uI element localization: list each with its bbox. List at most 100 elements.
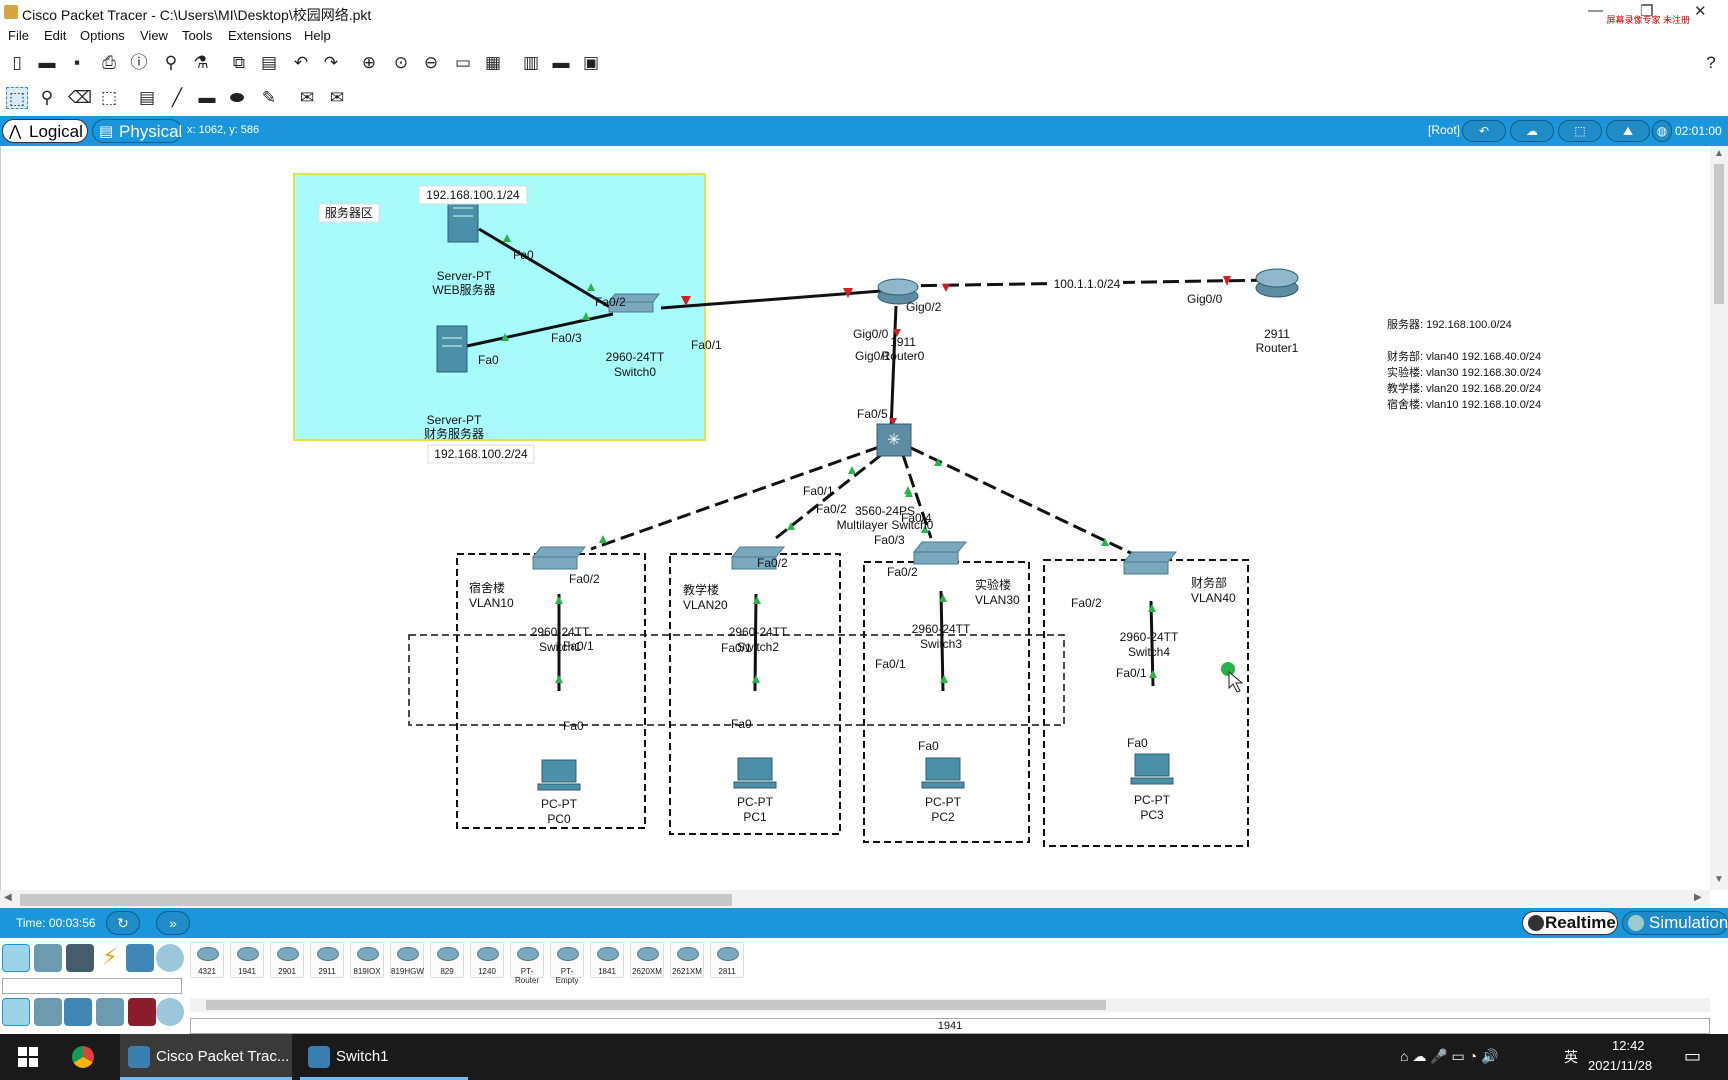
custom-device-icon[interactable]: ▦ <box>484 53 502 72</box>
info-icon[interactable]: ⓘ <box>130 53 148 72</box>
network-devices-icon[interactable] <box>2 944 30 972</box>
router0-icon[interactable] <box>877 278 919 305</box>
zoom-reset-icon[interactable]: ⊙ <box>393 53 409 72</box>
link-switch2-pc1[interactable] <box>753 593 758 692</box>
device-tile[interactable]: 4321 <box>190 942 224 978</box>
draw-rectangle-icon[interactable]: ▬ <box>198 88 216 107</box>
notification-icon[interactable]: ▭ <box>1684 1046 1702 1066</box>
draw-line-icon[interactable]: ╱ <box>171 88 183 107</box>
scroll-down-icon[interactable]: ▼ <box>1714 874 1724 885</box>
link-ml-switch3[interactable] <box>901 454 933 539</box>
switch0-icon[interactable] <box>608 293 660 313</box>
device-tile[interactable]: 2901 <box>270 942 304 978</box>
connections-icon[interactable]: ⚡ <box>102 944 118 969</box>
hubs-icon[interactable] <box>64 998 92 1026</box>
menu-extensions[interactable]: Extensions <box>228 28 292 43</box>
taskbar-switch1[interactable]: Switch1 <box>300 1034 468 1080</box>
device-tile[interactable]: PT-Empty <box>550 942 584 985</box>
zoom-in-icon[interactable]: ⊕ <box>361 53 377 72</box>
menu-view[interactable]: View <box>140 28 168 43</box>
open-folder-icon[interactable]: ▬ <box>38 53 56 72</box>
ime-indicator[interactable]: 英 <box>1564 1049 1578 1065</box>
help-icon[interactable]: ? <box>1706 53 1716 72</box>
device-tile[interactable]: 819HGW <box>390 942 424 978</box>
freeform-icon[interactable]: ✎ <box>261 88 277 107</box>
multilayer-switch-icon[interactable]: ✳ <box>876 423 912 457</box>
scroll-left-icon[interactable]: ◀ <box>4 892 12 903</box>
power-cycle-button[interactable]: ↻ <box>106 911 140 935</box>
link-ml-switch1[interactable] <box>590 445 880 551</box>
menu-help[interactable]: Help <box>304 28 331 43</box>
routers-icon[interactable] <box>2 998 30 1026</box>
link-switch0-router0[interactable] <box>660 289 882 310</box>
fast-forward-button[interactable]: » <box>156 911 190 935</box>
logical-tab[interactable]: ⋀ Logical <box>2 119 88 143</box>
device-template-icon[interactable]: ▬ <box>552 53 570 72</box>
cluster-button[interactable]: ☁ <box>1510 120 1554 142</box>
horizontal-scrollbar[interactable]: ◀ ▶ <box>0 890 1710 908</box>
menu-file[interactable]: File <box>8 28 29 43</box>
undo-icon[interactable]: ↶ <box>293 53 309 72</box>
resize-shape-icon[interactable]: ⬚ <box>100 88 118 107</box>
pdu-list-icon[interactable]: ▥ <box>522 53 540 72</box>
wan-emulation-icon[interactable] <box>156 998 184 1026</box>
switch2-icon[interactable] <box>730 546 786 570</box>
background-button[interactable]: ⛰ <box>1606 120 1650 142</box>
network-wizard-icon[interactable]: ⚲ <box>164 53 178 72</box>
new-cluster-button[interactable]: ⬚ <box>1558 120 1602 142</box>
horizontal-scroll-thumb[interactable] <box>20 894 732 906</box>
minimize-icon[interactable]: — <box>1588 2 1603 19</box>
logical-workspace[interactable]: ✳ 192.168.100.1/24 192.168.100.2/24 服务器区 <box>0 146 1710 890</box>
new-file-icon[interactable]: ▯ <box>12 53 22 72</box>
back-button[interactable]: ↶ <box>1462 120 1506 142</box>
device-scrollbar[interactable] <box>190 998 1710 1012</box>
link-router0-mlswitch[interactable] <box>889 305 898 431</box>
device-tile[interactable]: 829 <box>430 942 464 978</box>
router1-icon[interactable] <box>1255 268 1299 298</box>
physical-tab[interactable]: ▤ Physical <box>92 119 182 143</box>
simple-pdu-icon[interactable]: ✉ <box>299 88 315 107</box>
switch4-icon[interactable] <box>1122 551 1178 575</box>
select-icon[interactable]: ⬚ <box>6 87 28 109</box>
menu-edit[interactable]: Edit <box>44 28 67 43</box>
pc2-icon[interactable] <box>921 757 965 789</box>
scroll-up-icon[interactable]: ▲ <box>1714 148 1724 159</box>
topology-canvas[interactable]: ✳ 192.168.100.1/24 192.168.100.2/24 服务器区 <box>1 146 1711 890</box>
link-switch3-pc2[interactable] <box>939 590 945 692</box>
pc0-icon[interactable] <box>537 759 581 791</box>
device-tile[interactable]: 1841 <box>590 942 624 978</box>
switch1-icon[interactable] <box>531 546 587 570</box>
save-icon[interactable]: ▪ <box>73 53 81 72</box>
scroll-right-icon[interactable]: ▶ <box>1694 892 1702 903</box>
tray-icons[interactable]: ⌂ ☁ 🎤 ▭ ◔ 🔊 <box>1400 1048 1499 1064</box>
switch3-icon[interactable] <box>912 541 968 565</box>
taskbar-packet-tracer[interactable]: Cisco Packet Trac... <box>120 1034 292 1080</box>
paste-icon[interactable]: ▤ <box>260 53 278 72</box>
security-icon[interactable] <box>128 998 156 1026</box>
chrome-icon[interactable] <box>72 1046 94 1068</box>
device-scroll-thumb[interactable] <box>206 1000 1106 1010</box>
copy-icon[interactable]: ⧉ <box>232 53 246 72</box>
delete-icon[interactable]: ⌫ <box>68 88 93 107</box>
misc-icon[interactable] <box>126 944 154 972</box>
server-fin-icon[interactable] <box>436 325 468 373</box>
device-tile[interactable]: PT-Router <box>510 942 544 985</box>
device-tile[interactable]: 2620XM <box>630 942 664 978</box>
link-ml-switch4[interactable] <box>910 446 1138 558</box>
windows-start-icon[interactable] <box>18 1047 38 1067</box>
device-tile[interactable]: 2621XM <box>670 942 704 978</box>
image-icon[interactable]: ▣ <box>582 53 600 72</box>
activity-wizard-icon[interactable]: ⚗ <box>193 53 209 72</box>
place-note-icon[interactable]: ▤ <box>138 88 156 107</box>
inspect-icon[interactable]: ⚲ <box>40 88 54 107</box>
end-devices-icon[interactable] <box>34 944 62 972</box>
components-icon[interactable] <box>66 944 94 972</box>
zoom-out-icon[interactable]: ⊖ <box>423 53 439 72</box>
wireless-icon[interactable] <box>96 998 124 1026</box>
taskbar-date[interactable]: 2021/11/28 <box>1588 1058 1653 1073</box>
vertical-scrollbar[interactable]: ▲ ▼ <box>1710 146 1728 890</box>
device-tile[interactable]: 1240 <box>470 942 504 978</box>
device-tile[interactable]: 1941 <box>230 942 264 978</box>
redo-icon[interactable]: ↷ <box>323 53 339 72</box>
viewport-icon[interactable]: ◍ <box>1652 120 1672 142</box>
